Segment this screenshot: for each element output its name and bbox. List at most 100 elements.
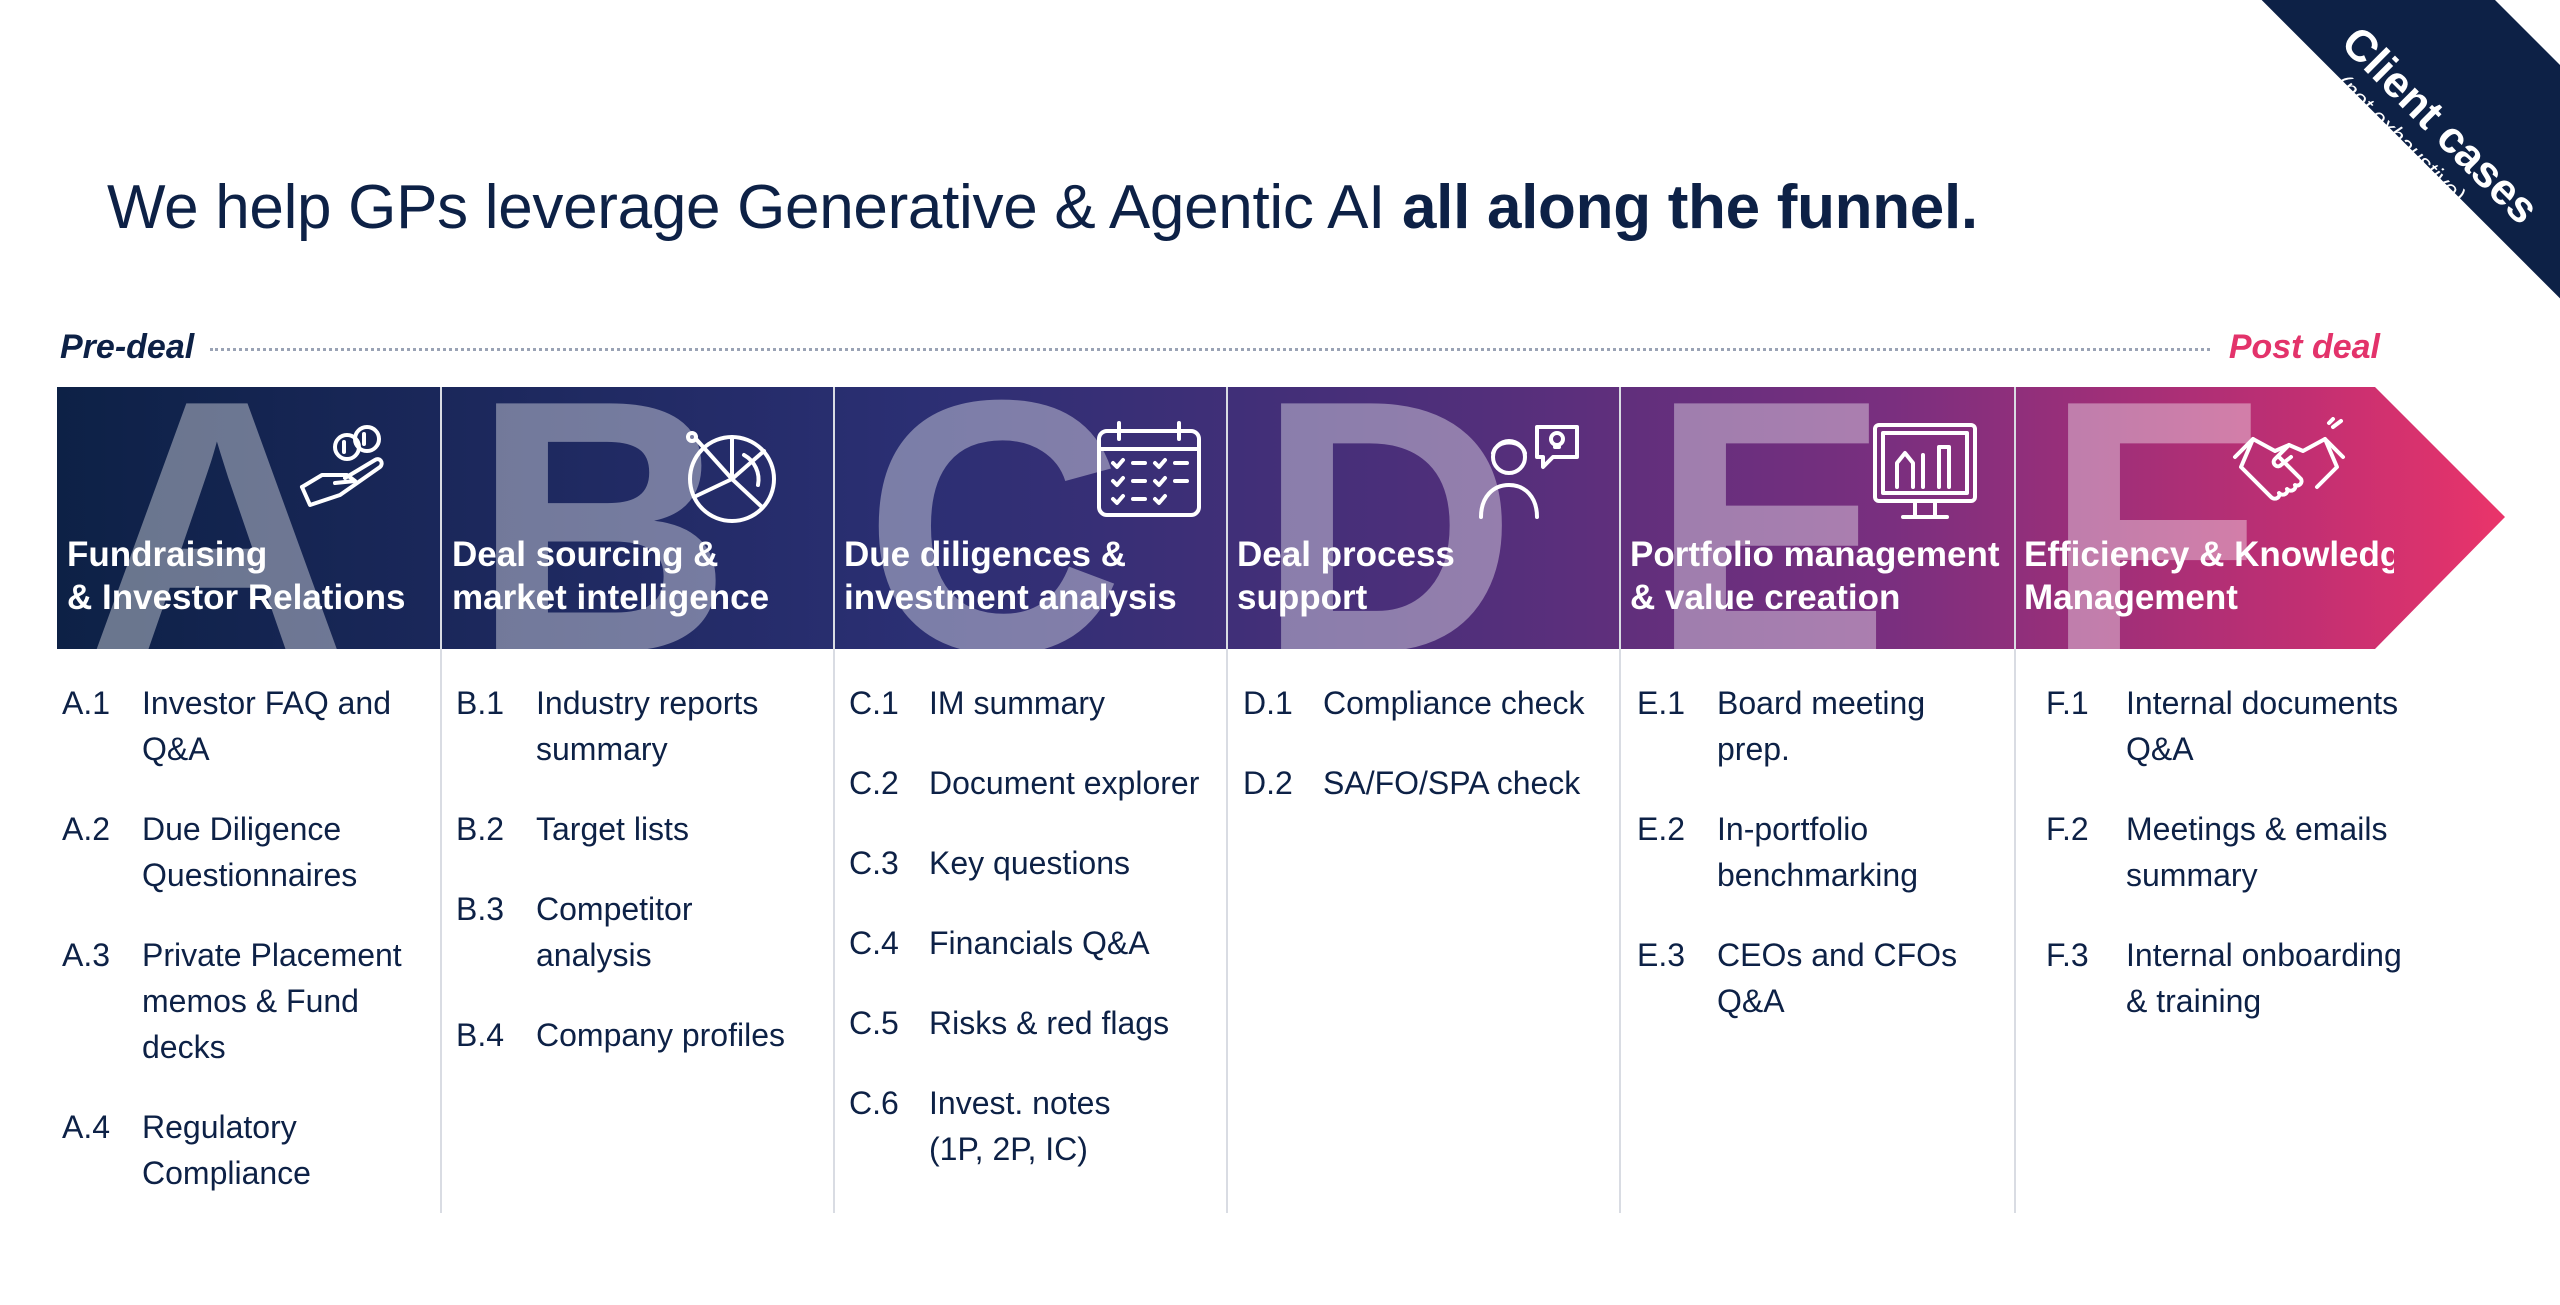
handshake-icon: [2229, 417, 2349, 527]
use-case-code: F.3: [2046, 937, 2089, 973]
use-case-item: D.2 SA/FO/SPA check: [1243, 760, 1584, 806]
use-case-label: Internal documents Q&A: [2126, 685, 2399, 767]
use-case-item: E.1 Board meeting prep.: [1637, 680, 1957, 772]
use-case-code: F.1: [2046, 685, 2089, 721]
timeline-start-label: Pre-deal: [60, 328, 195, 366]
page-headline: We help GPs leverage Generative & Agenti…: [107, 172, 1978, 243]
use-case-item: F.1 Internal documents Q&A: [2046, 680, 2402, 772]
use-case-code: D.2: [1243, 765, 1293, 801]
column-items-f: F.1 Internal documents Q&A F.2 Meetings & e…: [2046, 680, 2402, 1058]
column-separator: [1619, 387, 1621, 1213]
headline-regular: We help GPs leverage Generative & Agenti…: [107, 173, 1402, 242]
use-case-item: A.3 Private Placement memos & Fund decks: [62, 932, 402, 1070]
use-case-code: C.2: [849, 765, 899, 801]
use-case-item: B.4 Company profiles: [456, 1012, 785, 1058]
column-title: Deal sourcing & market intelligence: [452, 535, 770, 617]
column-separator: [440, 387, 442, 1213]
use-case-code: E.2: [1637, 811, 1686, 847]
use-case-code: A.2: [62, 811, 111, 847]
use-case-label: Target lists: [536, 811, 689, 847]
use-case-code: F.2: [2046, 811, 2089, 847]
use-case-code: B.4: [456, 1017, 505, 1053]
use-case-label: Competitor analysis: [536, 891, 693, 973]
column-letter: B: [472, 387, 732, 649]
monitor-chart-icon: [1865, 417, 1985, 527]
use-case-label: Industry reports summary: [536, 685, 759, 767]
column-title: Fundraising & Investor Relations: [67, 535, 406, 617]
column-letter: C: [864, 387, 1124, 649]
column-title: Portfolio management & value creation: [1630, 535, 2000, 617]
use-case-label: Private Placement memos & Fund decks: [142, 937, 402, 1065]
use-case-label: In-portfolio benchmarking: [1717, 811, 1918, 893]
column-separator: [1226, 387, 1228, 1213]
column-title: Deal process support: [1237, 535, 1455, 617]
use-case-code: B.2: [456, 811, 505, 847]
use-case-label: Board meeting prep.: [1717, 685, 1926, 767]
radar-chart-icon: [672, 417, 792, 527]
column-title: Efficiency & Knowledge Management: [2024, 535, 2394, 617]
use-case-item: E.2 In-portfolio benchmarking: [1637, 806, 1957, 898]
use-case-label: IM summary: [929, 685, 1105, 721]
use-case-item: B.1 Industry reports summary: [456, 680, 785, 772]
column-letter: F: [2044, 387, 2264, 649]
coins-hand-icon: [292, 417, 412, 527]
use-case-code: C.4: [849, 925, 899, 961]
headline-bold: all along the funnel.: [1401, 173, 1978, 242]
use-case-label: Internal onboarding & training: [2126, 937, 2402, 1019]
column-title: Due diligences & investment analysis: [844, 535, 1177, 617]
use-case-label: CEOs and CFOs Q&A: [1717, 937, 1958, 1019]
use-case-label: Company profiles: [536, 1017, 785, 1053]
use-case-code: E.1: [1637, 685, 1686, 721]
use-case-item: C.1 IM summary: [849, 680, 1199, 726]
timeline-end-label: Post deal: [2228, 328, 2380, 366]
use-case-label: Regulatory Compliance: [142, 1109, 311, 1191]
column-separator: [833, 387, 835, 1213]
use-case-item: A.2 Due Diligence Questionnaires: [62, 806, 402, 898]
use-case-item: C.2 Document explorer: [849, 760, 1199, 806]
use-case-label: Document explorer: [929, 765, 1200, 801]
person-idea-icon: [1467, 417, 1587, 527]
use-case-item: A.1 Investor FAQ and Q&A: [62, 680, 402, 772]
use-case-code: A.4: [62, 1109, 111, 1145]
use-case-item: F.3 Internal onboarding & training: [2046, 932, 2402, 1024]
use-case-item: B.2 Target lists: [456, 806, 785, 852]
use-case-code: D.1: [1243, 685, 1293, 721]
use-case-label: SA/FO/SPA check: [1323, 765, 1581, 801]
use-case-item: D.1 Compliance check: [1243, 680, 1584, 726]
use-case-label: Compliance check: [1323, 685, 1585, 721]
column-letter: D: [1257, 387, 1517, 649]
column-items-a: A.1 Investor FAQ and Q&A A.2 Due Diligence …: [62, 680, 402, 1230]
use-case-code: A.1: [62, 685, 111, 721]
use-case-item: F.2 Meetings & emails summary: [2046, 806, 2402, 898]
deal-timeline: Pre-deal Post deal: [60, 322, 2380, 372]
use-case-label: Due Diligence Questionnaires: [142, 811, 358, 893]
timeline-dotted-line: [210, 348, 2210, 351]
use-case-label: Invest. notes (1P, 2P, IC): [929, 1085, 1111, 1167]
use-case-code: A.3: [62, 937, 111, 973]
column-letter: E: [1650, 387, 1891, 649]
use-case-item: A.4 Regulatory Compliance: [62, 1104, 402, 1196]
calendar-checklist-icon: [1089, 417, 1209, 527]
funnel-arrow-shape: [57, 387, 2505, 649]
use-case-code: B.1: [456, 685, 505, 721]
use-case-code: C.1: [849, 685, 899, 721]
use-case-label: Investor FAQ and Q&A: [142, 685, 392, 767]
use-case-label: Meetings & emails summary: [2126, 811, 2388, 893]
use-case-label: Risks & red flags: [929, 1005, 1170, 1041]
use-case-code: E.3: [1637, 937, 1686, 973]
use-case-label: Key questions: [929, 845, 1131, 881]
